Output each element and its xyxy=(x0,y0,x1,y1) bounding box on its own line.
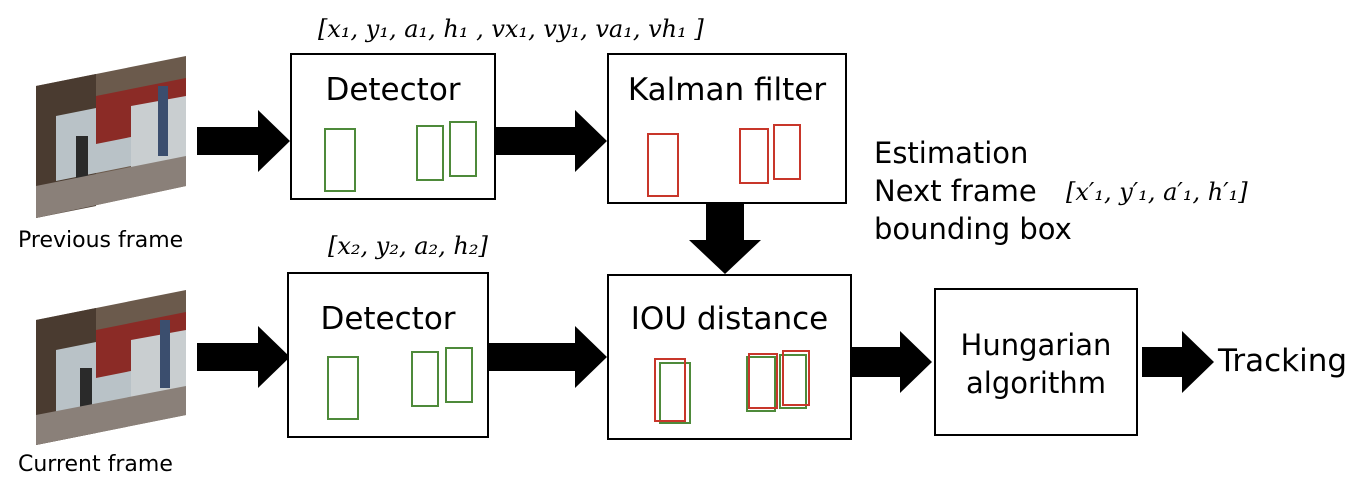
detector-bottom-title: Detector xyxy=(320,301,456,337)
bounding-box-label: bounding box xyxy=(874,212,1072,246)
arrow-frame-to-detector-top xyxy=(197,110,290,172)
detection-box xyxy=(445,347,473,403)
detection-box xyxy=(779,354,807,409)
kalman-filter-box: Kalman filter xyxy=(607,53,847,204)
detector-bottom-state-vector: [x₂, y₂, a₂, h₂] xyxy=(328,232,488,260)
detection-box xyxy=(449,121,477,177)
detector-bottom-box: Detector xyxy=(287,272,489,438)
kalman-filter-title: Kalman filter xyxy=(627,72,827,108)
previous-frame-image xyxy=(36,56,188,218)
estimation-label: Estimation xyxy=(874,136,1029,170)
arrow-iou-to-hungarian xyxy=(852,331,932,393)
tracking-output-label: Tracking xyxy=(1218,343,1348,379)
hungarian-algorithm-box: Hungarian algorithm xyxy=(934,288,1138,436)
arrow-frame-to-detector-bottom xyxy=(197,326,290,388)
prediction-box xyxy=(654,358,686,422)
previous-frame-label: Previous frame xyxy=(18,228,184,253)
detector-top-state-vector: [x₁, y₁, a₁, h₁ , vx₁, vy₁, va₁, vh₁ ] xyxy=(318,15,704,43)
detection-box xyxy=(659,362,691,424)
iou-distance-title: IOU distance xyxy=(630,301,829,337)
prediction-box xyxy=(748,353,778,409)
hungarian-line-1: Hungarian xyxy=(960,328,1112,362)
prediction-box xyxy=(739,128,769,184)
iou-distance-box: IOU distance xyxy=(607,274,852,440)
next-frame-label: Next frame xyxy=(874,174,1037,208)
arrow-kalman-to-iou xyxy=(689,204,761,274)
hungarian-line-2: algorithm xyxy=(966,366,1106,400)
next-frame-vector: [x′₁, y′₁, a′₁, h′₁] xyxy=(1066,178,1248,206)
detector-top-box: Detector xyxy=(290,53,496,200)
prediction-box xyxy=(782,350,810,406)
prediction-box xyxy=(647,133,679,197)
arrow-detector-to-kalman xyxy=(495,110,607,172)
detector-top-title: Detector xyxy=(325,72,461,108)
detection-box xyxy=(416,125,444,181)
detection-box xyxy=(411,351,439,407)
detection-box xyxy=(327,356,359,420)
current-frame-image xyxy=(36,290,188,445)
current-frame-label: Current frame xyxy=(18,452,173,477)
detection-box xyxy=(324,128,356,192)
arrow-hungarian-to-tracking xyxy=(1142,331,1214,393)
arrow-detector-to-iou xyxy=(489,326,607,388)
detection-box xyxy=(746,356,776,412)
prediction-box xyxy=(773,124,801,180)
